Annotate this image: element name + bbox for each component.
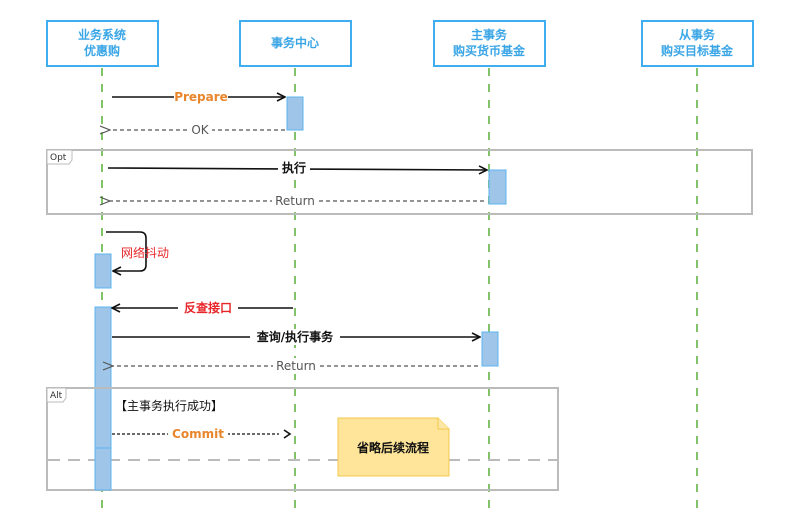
alt-guard: 【主事务执行成功】 bbox=[115, 398, 223, 413]
participant-main[interactable]: 主事务 购买货币基金 bbox=[433, 20, 546, 67]
message-execute[interactable]: 执行 bbox=[107, 160, 487, 177]
participant-main-line2: 购买货币基金 bbox=[453, 43, 526, 58]
participant-main-line1: 主事务 bbox=[471, 27, 508, 42]
participant-tc-line1: 事务中心 bbox=[271, 35, 319, 50]
message-ok[interactable]: OK bbox=[110, 122, 285, 138]
opt-fragment-label: Opt bbox=[50, 153, 67, 163]
message-return-2-label: Return bbox=[276, 359, 316, 373]
message-jitter[interactable]: 网络抖动 bbox=[106, 231, 169, 271]
participant-biz-line1: 业务系统 bbox=[78, 27, 126, 42]
opt-fragment: Opt bbox=[46, 149, 753, 215]
message-return-1[interactable]: Return bbox=[110, 193, 484, 209]
activation-main-execute bbox=[488, 169, 507, 205]
activation-biz-main-overlay bbox=[94, 447, 112, 491]
message-jitter-label: 网络抖动 bbox=[121, 245, 169, 260]
message-return-1-label: Return bbox=[275, 194, 315, 208]
participant-sub-line1: 从事务 bbox=[679, 27, 716, 42]
message-execute-label: 执行 bbox=[282, 160, 306, 175]
message-prepare[interactable]: Prepare bbox=[112, 89, 285, 105]
message-reverse-check-label: 反查接口 bbox=[184, 300, 232, 315]
message-return-2[interactable]: Return bbox=[113, 358, 478, 374]
alt-fragment: Alt bbox=[46, 387, 559, 491]
activation-tc-prepare bbox=[286, 96, 304, 131]
alt-fragment-label: Alt bbox=[50, 391, 63, 401]
message-commit-label: Commit bbox=[172, 427, 224, 441]
message-commit[interactable]: Commit bbox=[112, 426, 292, 442]
participant-tc[interactable]: 事务中心 bbox=[239, 20, 352, 67]
message-ok-label: OK bbox=[191, 123, 209, 137]
participant-sub[interactable]: 从事务 购买目标基金 bbox=[641, 20, 754, 67]
participant-biz[interactable]: 业务系统 优惠购 bbox=[46, 20, 159, 67]
message-prepare-label: Prepare bbox=[174, 90, 228, 104]
participant-biz-line2: 优惠购 bbox=[84, 43, 120, 58]
message-query-execute[interactable]: 查询/执行事务 bbox=[112, 329, 480, 345]
message-reverse-check[interactable]: 反查接口 bbox=[112, 300, 293, 316]
note-text: 省略后续流程 bbox=[356, 440, 429, 455]
activation-biz-jitter bbox=[94, 253, 112, 289]
participant-sub-line2: 购买目标基金 bbox=[661, 43, 734, 58]
activation-main-query bbox=[481, 331, 499, 367]
note[interactable]: 省略后续流程 bbox=[337, 417, 450, 477]
message-query-execute-label: 查询/执行事务 bbox=[256, 329, 334, 344]
